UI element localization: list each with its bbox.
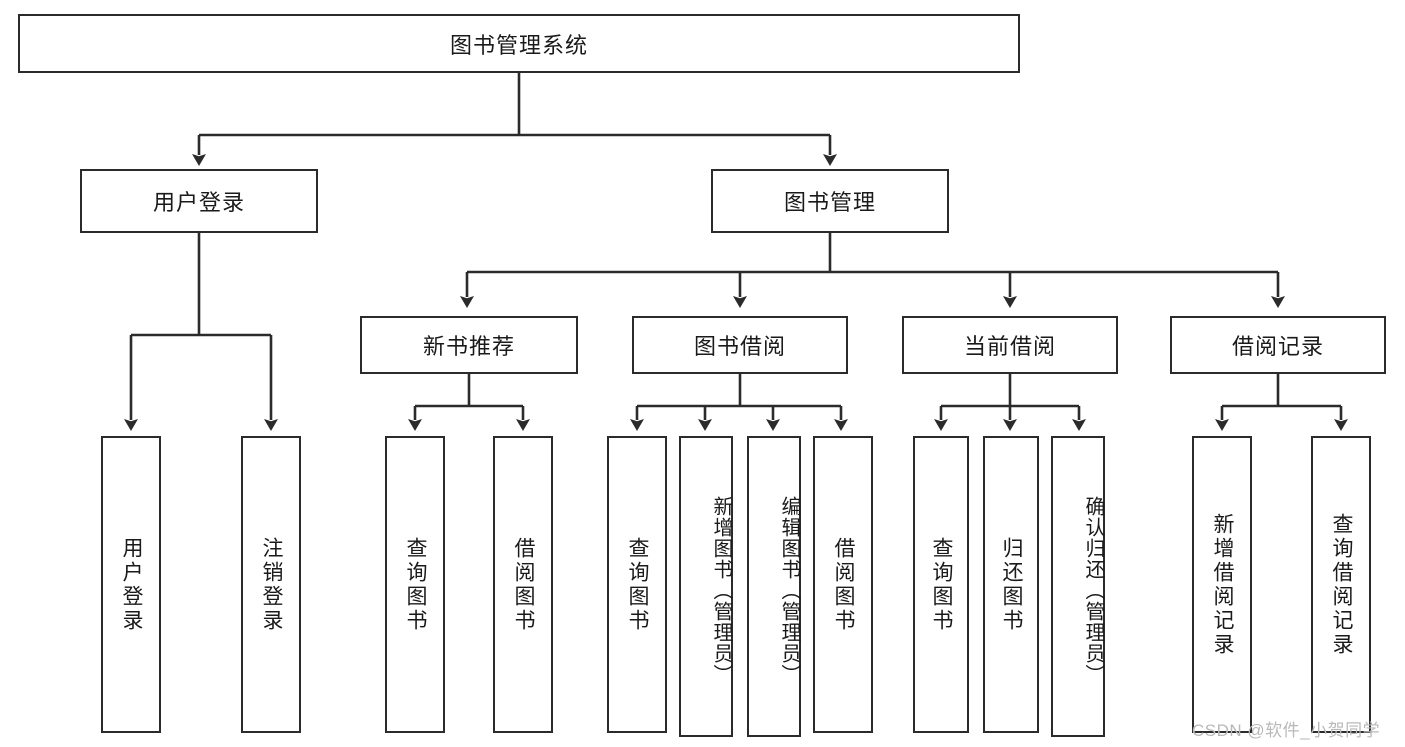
leaf-user-login[interactable]: 用户登录 xyxy=(101,436,161,733)
node-label: 新书推荐 xyxy=(422,334,515,359)
node-label: 用户登录 xyxy=(152,190,245,215)
node-label: 图书借阅 xyxy=(693,334,786,359)
leaf-borrow-book-2[interactable]: 借阅图书 xyxy=(813,436,873,733)
node-book-manage[interactable]: 图书管理 xyxy=(711,169,949,233)
node-label: 查询图书 xyxy=(404,536,428,633)
node-label: 用户登录 xyxy=(120,536,144,633)
leaf-add-book[interactable]: 新增图书（管理员） xyxy=(679,436,733,737)
leaf-query-borrow-record[interactable]: 查询借阅记录 xyxy=(1311,436,1371,733)
csdn-watermark: CSDN @软件_小贺同学 xyxy=(1192,721,1381,740)
leaf-edit-book[interactable]: 编辑图书（管理员） xyxy=(747,436,801,737)
node-label: 借阅记录 xyxy=(1231,334,1324,359)
node-label: 新增借阅记录 xyxy=(1211,512,1235,657)
leaf-query-book-3[interactable]: 查询图书 xyxy=(913,436,969,733)
leaf-borrow-book-1[interactable]: 借阅图书 xyxy=(493,436,553,733)
node-label: 借阅图书 xyxy=(512,536,536,633)
node-label: 查询图书 xyxy=(930,536,954,633)
node-new-book-recommend[interactable]: 新书推荐 xyxy=(360,316,578,374)
node-label: 图书管理系统 xyxy=(449,32,588,58)
node-label: 图书管理 xyxy=(783,190,876,215)
leaf-query-book-2[interactable]: 查询图书 xyxy=(607,436,667,733)
node-label: 查询图书 xyxy=(626,536,650,633)
leaf-query-book-1[interactable]: 查询图书 xyxy=(385,436,445,733)
node-label: 当前借阅 xyxy=(963,334,1056,359)
node-book-borrow[interactable]: 图书借阅 xyxy=(632,316,848,374)
node-label: 编辑图书（管理员） xyxy=(778,496,800,685)
node-label: 确认归还（管理员） xyxy=(1082,496,1104,685)
node-user-login[interactable]: 用户登录 xyxy=(80,169,318,233)
node-label: 注销登录 xyxy=(260,536,284,633)
leaf-return-book[interactable]: 归还图书 xyxy=(983,436,1039,733)
node-label: 查询借阅记录 xyxy=(1330,512,1354,657)
node-label: 新增图书（管理员） xyxy=(710,496,732,685)
node-label: 归还图书 xyxy=(1000,536,1024,633)
leaf-logout-login[interactable]: 注销登录 xyxy=(241,436,301,733)
node-current-borrow[interactable]: 当前借阅 xyxy=(902,316,1118,374)
leaf-add-borrow-record[interactable]: 新增借阅记录 xyxy=(1192,436,1252,733)
leaf-confirm-return[interactable]: 确认归还（管理员） xyxy=(1051,436,1105,737)
node-label: 借阅图书 xyxy=(832,536,856,633)
node-borrow-record[interactable]: 借阅记录 xyxy=(1170,316,1386,374)
node-root-book-management-system[interactable]: 图书管理系统 xyxy=(18,14,1020,73)
